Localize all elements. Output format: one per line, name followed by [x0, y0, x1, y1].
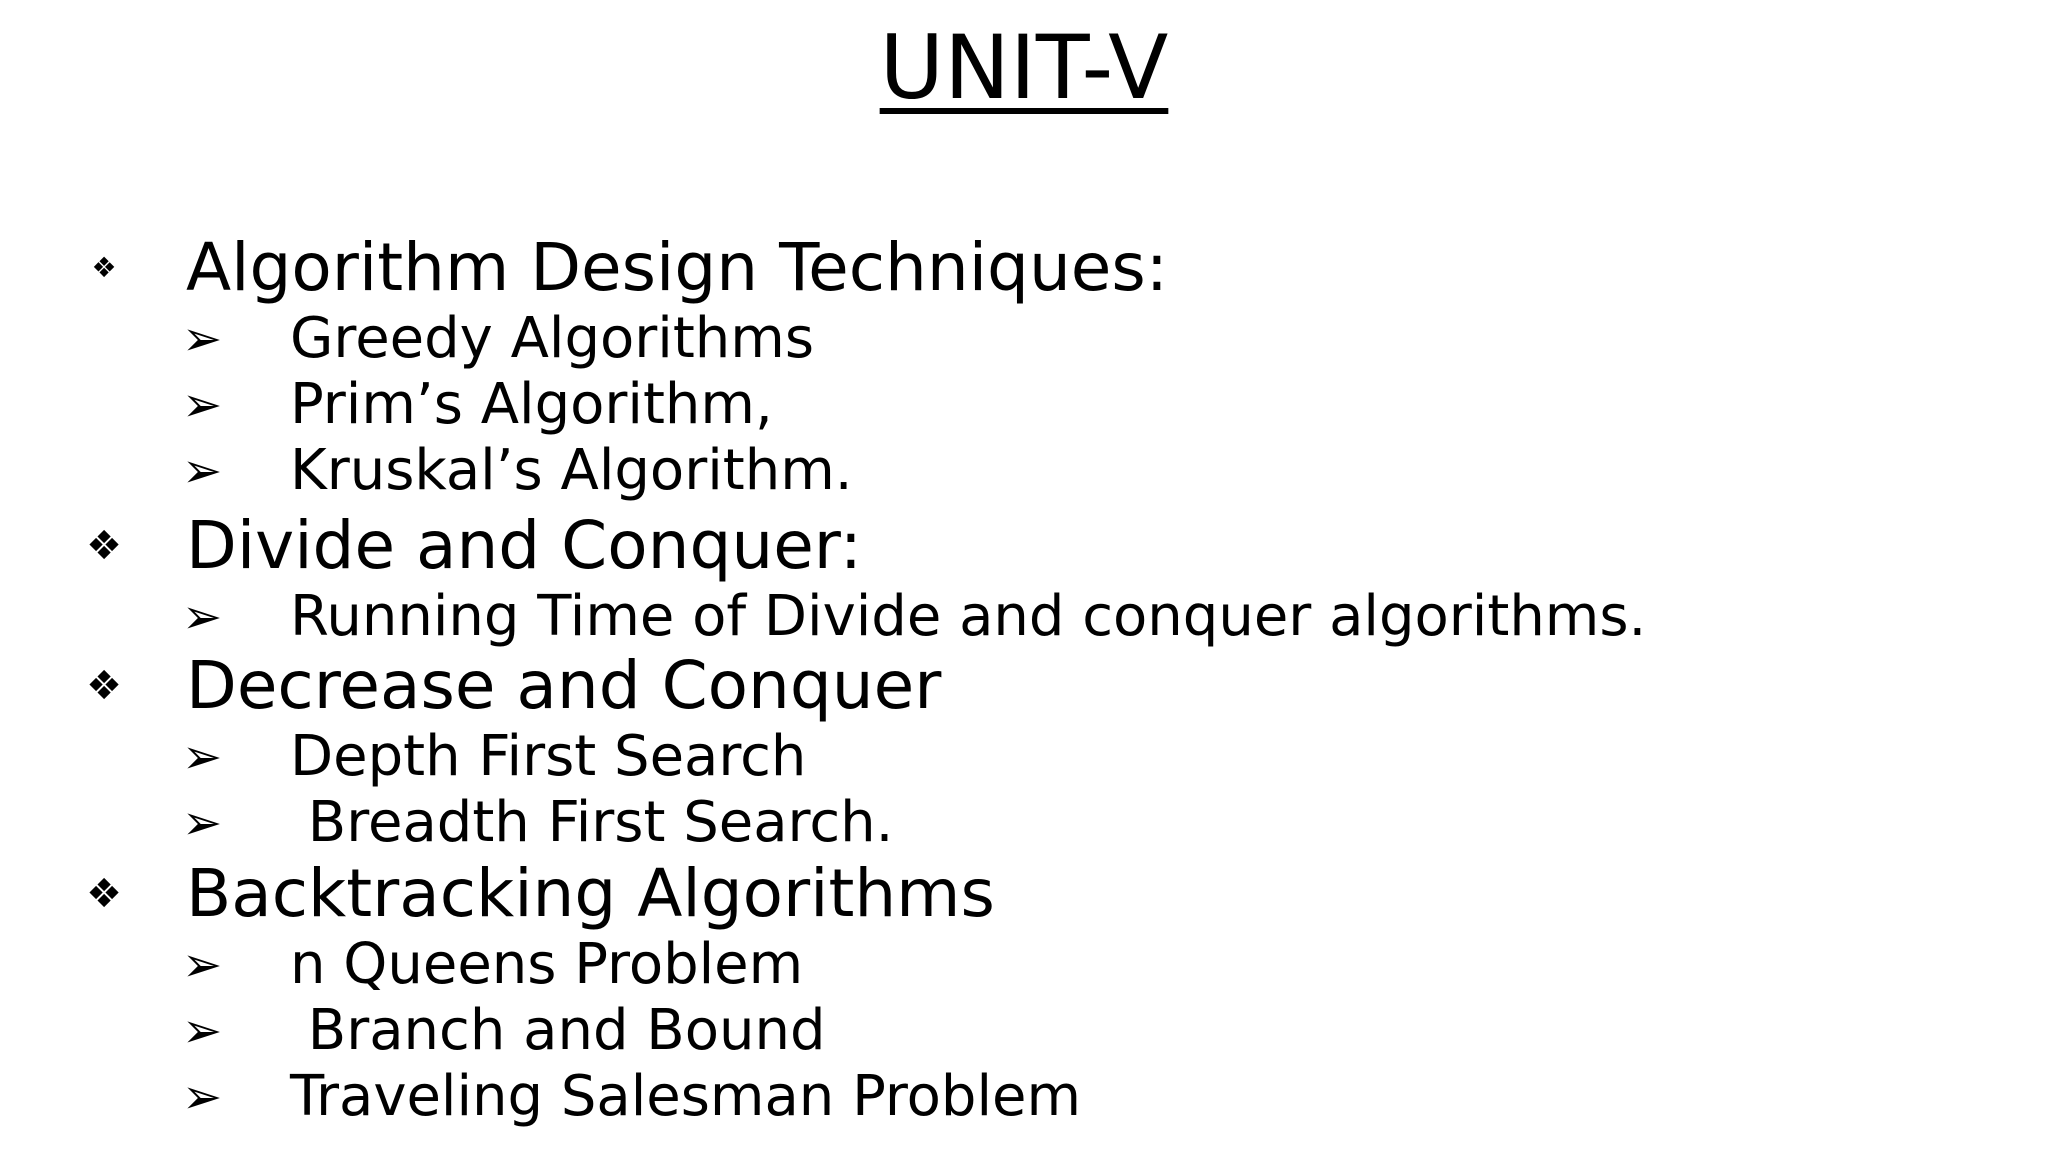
section-heading-text: Decrease and Conquer [186, 647, 942, 724]
slide-title: UNIT-V [0, 8, 2048, 128]
list-item-text: Breadth First Search. [290, 790, 894, 855]
arrow-bullet-icon: ➢ [182, 795, 223, 851]
arrow-bullet-icon: ➢ [182, 1003, 223, 1059]
diamond-bullet-icon: ❖ [86, 871, 122, 917]
arrow-bullet-icon: ➢ [182, 937, 223, 993]
diamond-bullet-icon: ❖ [86, 663, 122, 709]
list-item-text: Greedy Algorithms [290, 306, 815, 371]
arrow-bullet-icon: ➢ [182, 729, 223, 785]
section-heading-text: Backtracking Algorithms [186, 855, 995, 932]
diamond-bullet-icon: ❖ [86, 523, 122, 569]
list-item-text: Prim’s Algorithm, [290, 372, 773, 437]
diamond-bullet-icon: ❖ [91, 251, 117, 284]
list-item-text: Kruskal’s Algorithm. [290, 438, 853, 503]
list-item-text: Running Time of Divide and conquer algor… [290, 584, 1647, 649]
section-heading-text: Algorithm Design Techniques: [186, 229, 1169, 306]
arrow-bullet-icon: ➢ [182, 443, 223, 499]
slide-title-text: UNIT-V [879, 16, 1169, 119]
arrow-bullet-icon: ➢ [182, 1069, 223, 1125]
section-heading-text: Divide and Conquer: [186, 507, 863, 584]
list-item-text: Branch and Bound [290, 998, 826, 1063]
arrow-bullet-icon: ➢ [182, 377, 223, 433]
list-item-text: Depth First Search [290, 724, 807, 789]
arrow-bullet-icon: ➢ [182, 311, 223, 367]
arrow-bullet-icon: ➢ [182, 589, 223, 645]
list-item-text: Traveling Salesman Problem [290, 1064, 1082, 1129]
list-item-text: n Queens Problem [290, 932, 804, 997]
